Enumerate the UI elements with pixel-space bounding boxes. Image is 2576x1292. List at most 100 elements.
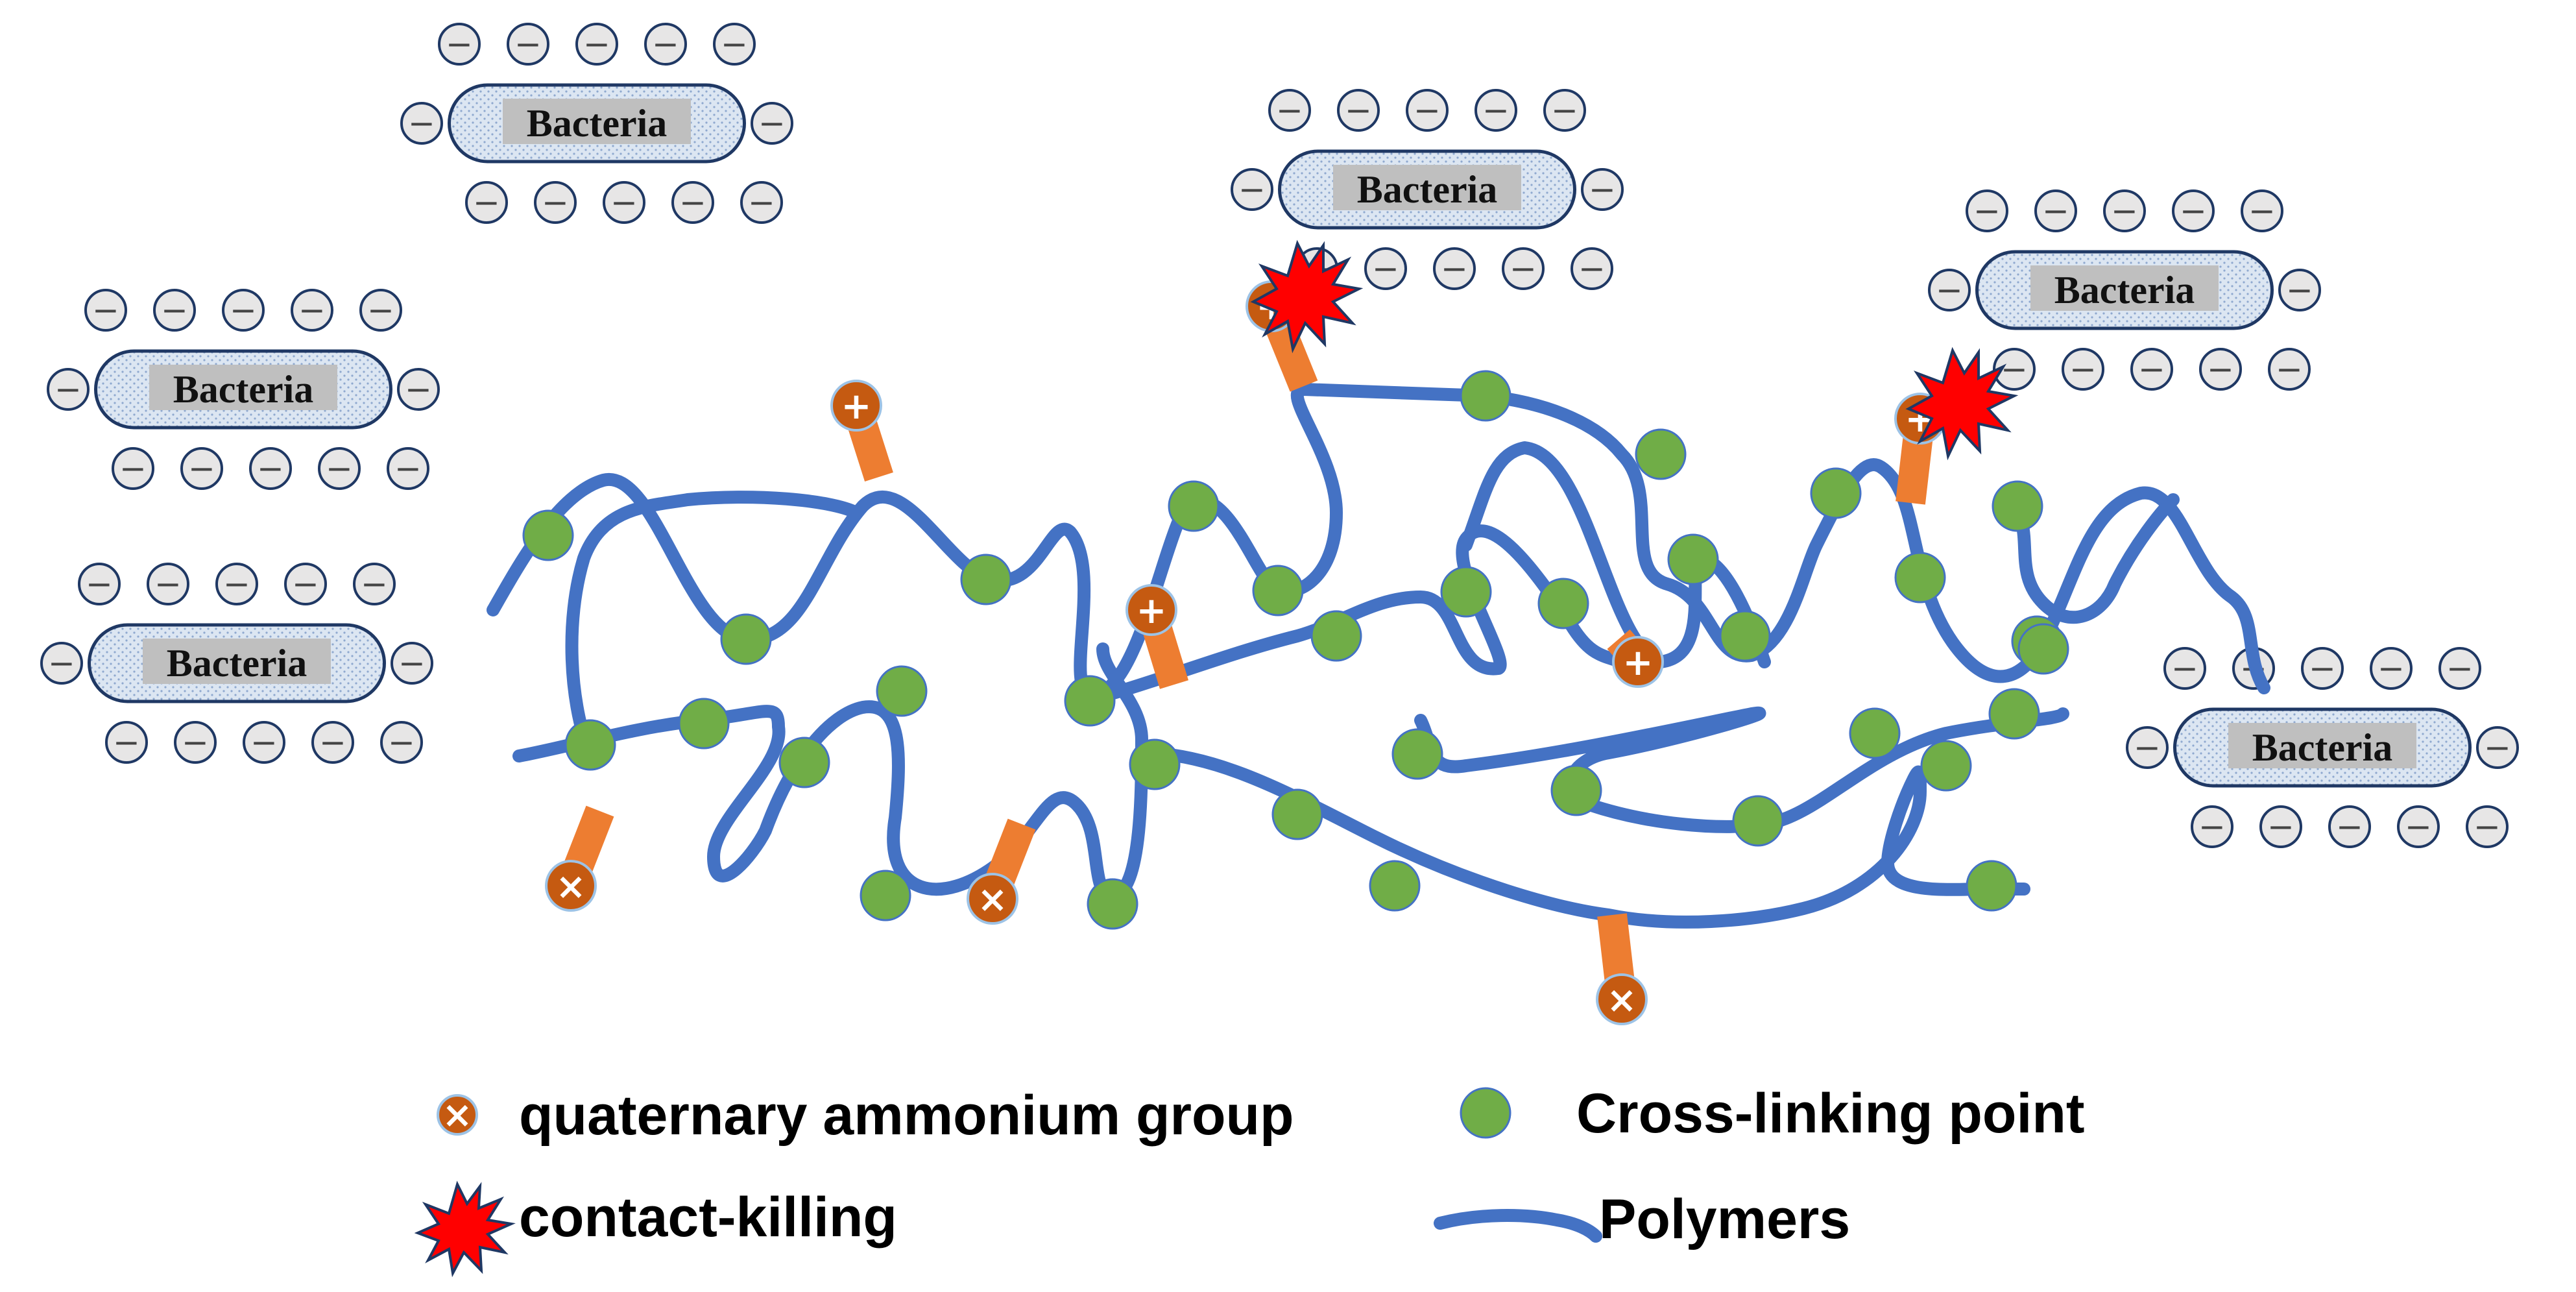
negative-charge-icon: − [1543,89,1586,132]
svg-text:−: − [721,25,748,63]
negative-charge-icon: − [438,23,481,66]
negative-charge-icon: − [249,447,292,490]
polymer-chain [1479,389,2270,694]
svg-text:−: − [1578,250,1606,287]
svg-text:−: − [2484,729,2511,766]
group-charge-symbol: + [1137,590,1167,632]
bacteria-label: Bacteria [2054,269,2195,311]
crosslink-point [2017,623,2069,675]
svg-text:−: − [1345,91,1372,129]
legend-crosslink-item: Cross-linking point [1460,1082,2085,1145]
svg-text:−: − [398,644,426,682]
svg-text:−: − [2134,729,2161,766]
negative-charge-icon: − [2130,348,2173,391]
crosslink-point [678,698,730,750]
bacteria-label-bg [503,99,691,144]
bacteria-cell: Bacteria−−−−−−−−−−−− [400,23,793,224]
negative-charge-icon: − [2126,726,2169,769]
group-charge-symbol: + [841,385,872,428]
legend-quat-item: × quaternary ammonium group [437,1084,1294,1147]
group-ball [1596,973,1648,1025]
crosslink-point [1988,688,2040,740]
svg-text:−: − [1589,171,1616,208]
svg-text:−: − [119,450,147,487]
bacteria-label: Bacteria [1357,168,1498,211]
svg-text:−: − [2207,350,2234,388]
crosslink-point [1732,795,1784,847]
svg-text:−: − [161,291,188,329]
negative-charge-icon: − [359,289,402,332]
crosslink-point [1252,565,1304,616]
bacteria-cell: Bacteria−−−−−−−−−−−− [40,563,433,764]
crosslink-point [1391,728,1443,780]
negative-charge-icon: − [2397,805,2440,848]
negative-charge-icon: − [1337,89,1380,132]
negative-charge-icon: − [284,563,327,605]
svg-text:−: − [292,565,319,603]
svg-text:−: − [1973,192,2001,230]
quaternary-ammonium-group: + [830,380,893,481]
negative-charge-icon: − [751,102,793,145]
crosslink-point [1667,533,1719,585]
negative-charge-icon: − [2172,189,2215,232]
negative-charge-icon: − [222,289,265,332]
polymer-chain [2004,493,2180,624]
svg-text:−: − [2286,271,2313,309]
negative-charge-icon: − [380,721,423,764]
negative-charge-icon: − [671,181,714,224]
negative-charge-icon: − [534,181,577,224]
polymer-chain [565,491,863,753]
svg-text:−: − [2069,350,2097,388]
negative-charge-icon: − [1268,89,1311,132]
svg-text:−: − [92,291,119,329]
svg-text:−: − [2474,808,2501,846]
svg-text:−: − [2309,650,2336,687]
svg-text:−: − [298,291,326,329]
crosslink-point [1087,878,1138,930]
negative-charge-icon: − [311,721,354,764]
negative-charge-icon: − [1928,269,1971,311]
bacteria-label-bg [2228,723,2416,768]
crosslink-point [1810,467,1862,519]
svg-text:−: − [2171,650,2198,687]
negative-charge-icon: − [2301,647,2344,690]
svg-text:−: − [361,565,388,603]
svg-text:−: − [679,184,706,221]
svg-text:−: − [367,291,394,329]
negative-charge-icon: − [180,447,223,490]
negative-charge-icon: − [507,23,549,66]
quaternary-ammonium-group: + [1607,629,1664,688]
polymer-legend-icon [1434,1209,1602,1243]
negative-charge-icon: − [2163,647,2206,690]
negative-charge-icon: − [112,447,154,490]
negative-charge-icon: − [1581,168,1624,211]
negative-charge-icon: − [1475,89,1517,132]
bacteria-label-bg [149,365,337,410]
group-charge-symbol: + [1623,642,1654,684]
svg-text:−: − [652,25,679,63]
crosslink-point [1894,552,1946,603]
crosslink-point [1369,860,1421,912]
svg-text:−: − [2276,350,2303,388]
svg-text:−: − [758,104,786,142]
negative-charge-icon: − [2476,726,2519,769]
burst-icon [1905,347,2019,461]
svg-text:−: − [1441,250,1468,287]
group-ball [967,873,1018,925]
negative-charge-icon: − [147,563,189,605]
legend-crosslink-label: Cross-linking point [1576,1082,2085,1145]
svg-text:−: − [1414,91,1441,129]
negative-charge-icon: − [40,642,83,685]
negative-charge-icon: − [215,563,258,605]
svg-text:−: − [388,724,415,761]
negative-charge-icon: − [575,23,618,66]
svg-text:−: − [583,25,610,63]
crosslink-point [1310,610,1362,662]
crosslink-point [1168,480,1220,532]
bacteria-label: Bacteria [167,642,307,685]
quaternary-ammonium-group: × [967,818,1036,925]
crosslink-point [1440,566,1492,618]
legend-kill-item: contact-killing [414,1180,897,1278]
negative-charge-icon: − [2278,269,2321,311]
